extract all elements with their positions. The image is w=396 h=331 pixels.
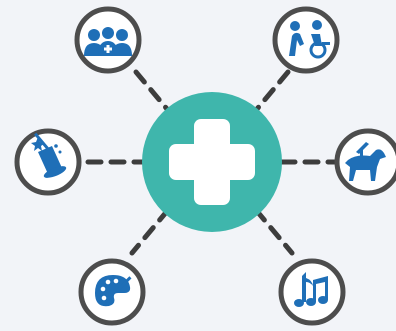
guide-dog-icon xyxy=(345,142,386,181)
magic-hat-wand-icon xyxy=(31,132,67,178)
medical-cross-icon xyxy=(169,119,255,205)
music-notes-icon xyxy=(294,272,328,307)
connector-bottom-right xyxy=(253,207,295,256)
connector-bottom-left xyxy=(129,207,171,256)
node-medical-staff xyxy=(74,6,142,74)
connectors xyxy=(85,69,339,256)
paint-palette-icon xyxy=(95,275,132,307)
node-magic-tricks xyxy=(14,128,82,196)
node-music xyxy=(278,258,346,326)
node-service-dog xyxy=(334,128,396,196)
node-wheelchair-care xyxy=(272,6,340,74)
connector-top-left xyxy=(133,69,175,118)
center-hub xyxy=(142,92,282,232)
connector-top-right xyxy=(249,69,291,118)
wheelchair-care-icon xyxy=(289,20,330,59)
medical-staff-icon xyxy=(84,27,132,56)
node-art-painting xyxy=(78,258,146,326)
